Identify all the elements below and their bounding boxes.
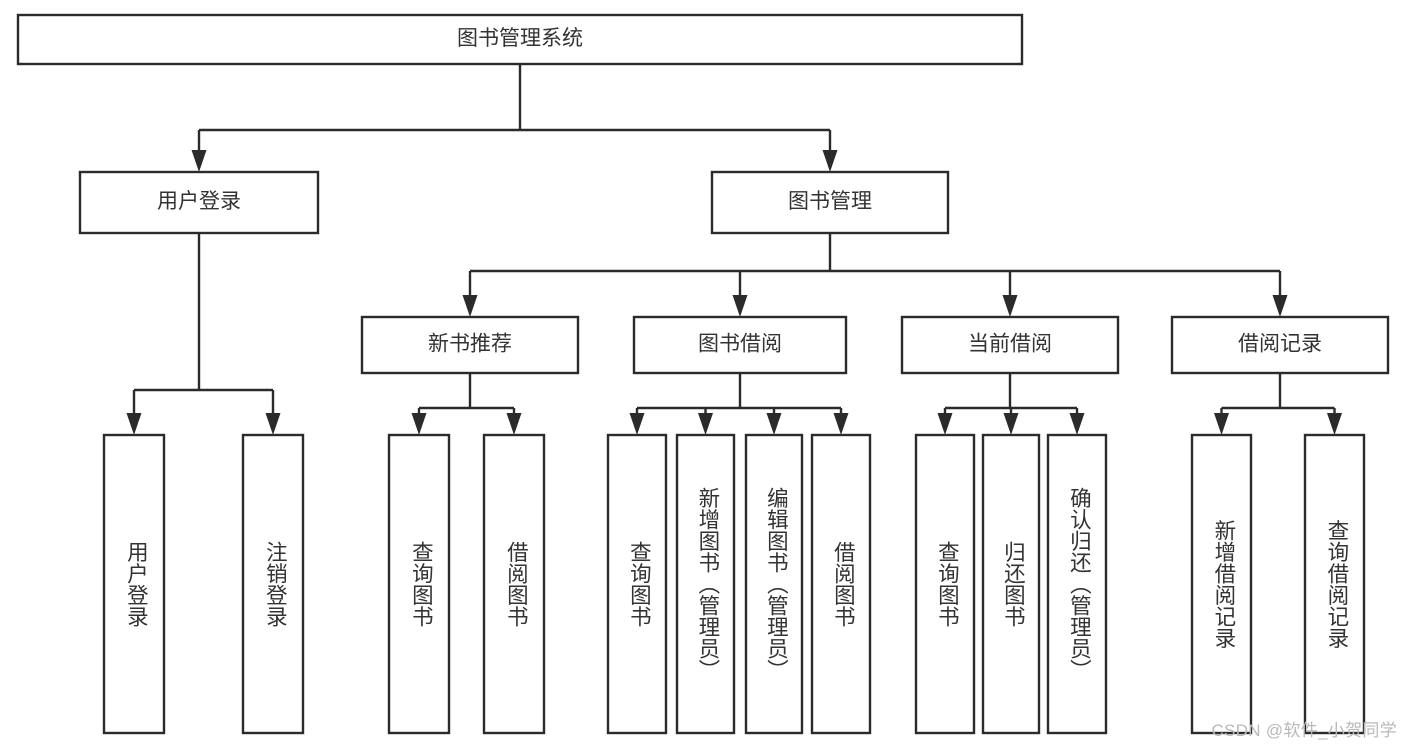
arrow-head-leaf-query-book-1 bbox=[411, 413, 427, 435]
node-book-manage[interactable]: 图书管理 bbox=[710, 170, 950, 235]
node-box-book-manage[interactable] bbox=[710, 170, 950, 235]
node-box-leaf-query-book-1[interactable] bbox=[387, 433, 451, 735]
node-box-user-login[interactable] bbox=[78, 170, 320, 235]
node-box-leaf-add-book[interactable] bbox=[675, 433, 736, 735]
arrow-head-borrow-record bbox=[1272, 295, 1288, 317]
node-label-leaf-query-book-1: 查询图书 bbox=[409, 541, 433, 628]
node-box-leaf-user-login[interactable] bbox=[102, 433, 166, 735]
node-leaf-borrow-book-2[interactable]: 借阅图书 bbox=[810, 433, 872, 735]
node-box-new-book-rec[interactable] bbox=[360, 315, 580, 375]
arrow-head-book-borrow bbox=[732, 295, 748, 317]
arrow-head-leaf-query-book-3 bbox=[937, 413, 953, 435]
arrow-head-leaf-borrow-book-1 bbox=[506, 413, 522, 435]
node-box-leaf-confirm-return[interactable] bbox=[1046, 433, 1108, 735]
arrow-head-leaf-confirm-return bbox=[1069, 413, 1085, 435]
node-label-leaf-borrow-book-2: 借阅图书 bbox=[831, 541, 855, 628]
arrow-head-leaf-logout bbox=[265, 413, 281, 435]
node-leaf-user-login[interactable]: 用户登录 bbox=[102, 433, 166, 735]
node-leaf-query-book-3[interactable]: 查询图书 bbox=[914, 433, 976, 735]
node-box-borrow-record[interactable] bbox=[1170, 315, 1390, 375]
node-label-book-manage: 图书管理 bbox=[788, 190, 872, 213]
node-leaf-edit-book[interactable]: 编辑图书（管理员） bbox=[744, 433, 804, 735]
node-leaf-logout[interactable]: 注销登录 bbox=[241, 433, 305, 735]
node-root[interactable]: 图书管理系统 bbox=[16, 13, 1024, 66]
arrow-head-book-manage bbox=[822, 150, 838, 172]
node-label-leaf-return-book: 归还图书 bbox=[1001, 541, 1025, 628]
node-label-leaf-add-record: 新增借阅记录 bbox=[1212, 519, 1236, 649]
node-box-leaf-add-record[interactable] bbox=[1190, 433, 1253, 735]
node-borrow-record[interactable]: 借阅记录 bbox=[1170, 315, 1390, 375]
arrow-head-leaf-edit-book bbox=[766, 413, 782, 435]
node-user-login[interactable]: 用户登录 bbox=[78, 170, 320, 235]
arrow-head-leaf-user-login bbox=[126, 413, 142, 435]
node-leaf-return-book[interactable]: 归还图书 bbox=[981, 433, 1041, 735]
node-label-book-borrow: 图书借阅 bbox=[698, 333, 782, 356]
node-box-leaf-borrow-book-2[interactable] bbox=[810, 433, 872, 735]
node-leaf-query-book-1[interactable]: 查询图书 bbox=[387, 433, 451, 735]
node-label-root: 图书管理系统 bbox=[457, 27, 583, 50]
node-label-leaf-query-book-2: 查询图书 bbox=[627, 541, 651, 628]
arrow-head-leaf-borrow-book-2 bbox=[833, 413, 849, 435]
node-leaf-query-book-2[interactable]: 查询图书 bbox=[606, 433, 668, 735]
nodes-layer: 图书管理系统用户登录图书管理新书推荐图书借阅当前借阅借阅记录用户登录注销登录查询… bbox=[16, 13, 1390, 735]
node-label-new-book-rec: 新书推荐 bbox=[428, 333, 512, 356]
node-box-leaf-borrow-book-1[interactable] bbox=[482, 433, 546, 735]
node-box-root[interactable] bbox=[16, 13, 1024, 66]
node-leaf-add-record[interactable]: 新增借阅记录 bbox=[1190, 433, 1253, 735]
node-label-leaf-logout: 注销登录 bbox=[263, 541, 287, 628]
arrow-head-leaf-query-record bbox=[1327, 413, 1342, 435]
arrow-head-current-borrow bbox=[1002, 295, 1018, 317]
node-box-book-borrow[interactable] bbox=[632, 315, 848, 375]
node-box-leaf-query-book-2[interactable] bbox=[606, 433, 668, 735]
node-current-borrow[interactable]: 当前借阅 bbox=[900, 315, 1120, 375]
node-label-leaf-query-book-3: 查询图书 bbox=[935, 541, 959, 628]
node-label-leaf-query-record: 查询借阅记录 bbox=[1325, 519, 1349, 649]
connectors-layer bbox=[126, 64, 1342, 435]
arrow-head-user-login bbox=[191, 150, 207, 172]
node-label-leaf-add-book: 新增图书（管理员） bbox=[696, 487, 720, 681]
node-box-leaf-logout[interactable] bbox=[241, 433, 305, 735]
arrow-head-leaf-query-book-2 bbox=[629, 413, 645, 435]
node-label-borrow-record: 借阅记录 bbox=[1238, 333, 1322, 356]
node-box-leaf-return-book[interactable] bbox=[981, 433, 1041, 735]
arrow-head-leaf-add-record bbox=[1214, 413, 1229, 435]
arrow-head-leaf-add-book bbox=[698, 413, 713, 435]
node-leaf-add-book[interactable]: 新增图书（管理员） bbox=[675, 433, 736, 735]
node-box-leaf-edit-book[interactable] bbox=[744, 433, 804, 735]
node-box-leaf-query-book-3[interactable] bbox=[914, 433, 976, 735]
node-label-leaf-confirm-return: 确认归还（管理员） bbox=[1067, 487, 1091, 681]
node-box-current-borrow[interactable] bbox=[900, 315, 1120, 375]
arrow-head-new-book-rec bbox=[462, 295, 478, 317]
node-label-leaf-borrow-book-1: 借阅图书 bbox=[504, 541, 528, 628]
node-label-leaf-user-login: 用户登录 bbox=[124, 541, 148, 627]
node-book-borrow[interactable]: 图书借阅 bbox=[632, 315, 848, 375]
node-leaf-confirm-return[interactable]: 确认归还（管理员） bbox=[1046, 433, 1108, 735]
arrow-head-leaf-return-book bbox=[1003, 413, 1019, 435]
node-label-current-borrow: 当前借阅 bbox=[968, 333, 1052, 356]
node-label-leaf-edit-book: 编辑图书（管理员） bbox=[764, 487, 788, 681]
node-box-leaf-query-record[interactable] bbox=[1303, 433, 1366, 735]
node-label-user-login: 用户登录 bbox=[157, 190, 241, 213]
node-leaf-borrow-book-1[interactable]: 借阅图书 bbox=[482, 433, 546, 735]
node-leaf-query-record[interactable]: 查询借阅记录 bbox=[1303, 433, 1366, 735]
node-new-book-rec[interactable]: 新书推荐 bbox=[360, 315, 580, 375]
